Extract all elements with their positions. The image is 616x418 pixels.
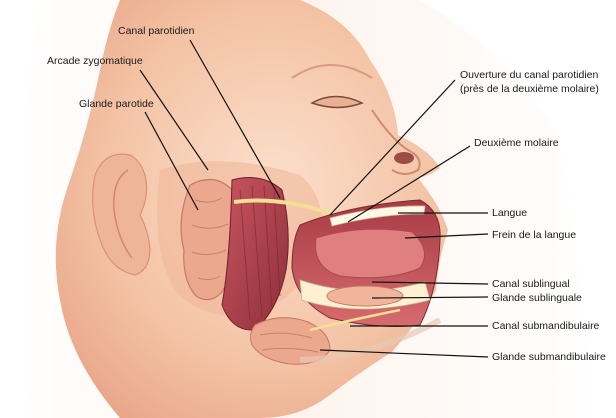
label-glande-parotide: Glande parotide xyxy=(79,98,154,110)
label-canal-sublingual: Canal sublingual xyxy=(492,278,570,290)
label-canal-parotidien: Canal parotidien xyxy=(118,25,195,37)
label-ouverture-line2: (près de la deuxième molaire) xyxy=(460,83,599,95)
label-canal-submandibulaire: Canal submandibulaire xyxy=(492,320,600,332)
tongue xyxy=(316,229,425,278)
label-glande-sublinguale: Glande sublinguale xyxy=(492,292,582,304)
label-frein-langue: Frein de la langue xyxy=(492,229,576,241)
label-langue: Langue xyxy=(492,207,527,219)
label-ouverture-line1: Ouverture du canal parotidien xyxy=(460,69,598,81)
label-glande-submandibulaire: Glande submandibulaire xyxy=(492,351,606,363)
label-arcade-zygomatique: Arcade zygomatique xyxy=(47,55,143,67)
sublingual-gland xyxy=(327,286,403,306)
label-deuxieme-molaire: Deuxième molaire xyxy=(474,137,559,149)
